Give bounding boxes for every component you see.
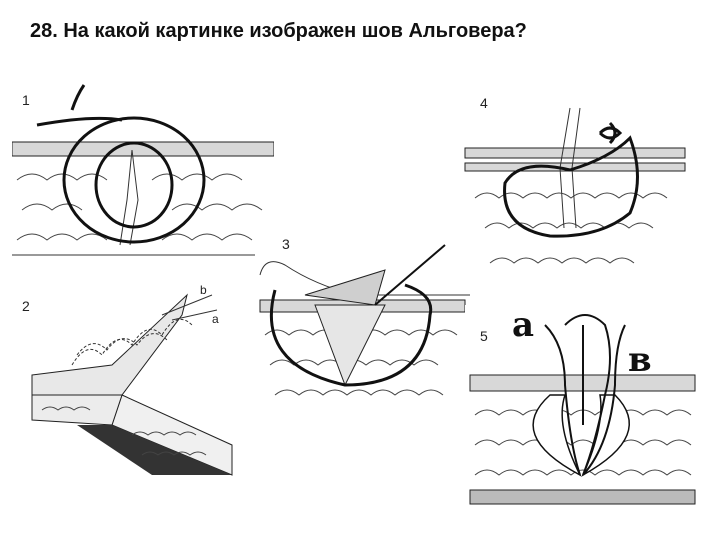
figure-1-number: 1 (22, 92, 30, 108)
thread-label-a: a (212, 312, 219, 326)
figure-3-number: 3 (282, 236, 290, 252)
figure-2-number: 2 (22, 298, 30, 314)
figure-3-drawing (259, 244, 470, 396)
label-v: в (628, 340, 652, 380)
label-a: а (512, 305, 535, 345)
figure-3[interactable] (255, 235, 470, 415)
figure-2-drawing (31, 293, 233, 476)
figure-4-drawing (464, 107, 686, 264)
figure-5-number: 5 (480, 328, 488, 344)
figure-5[interactable] (465, 305, 703, 530)
figure-5-drawing (469, 314, 696, 505)
figure-4[interactable] (460, 88, 700, 288)
question-title: 28. На какой картинке изображен шов Альг… (30, 20, 527, 42)
figure-4-number: 4 (480, 95, 488, 111)
figure-1[interactable] (12, 80, 274, 265)
figure-2[interactable] (12, 275, 250, 505)
figure-1-drawing (12, 84, 274, 256)
thread-label-b: b (200, 283, 207, 297)
